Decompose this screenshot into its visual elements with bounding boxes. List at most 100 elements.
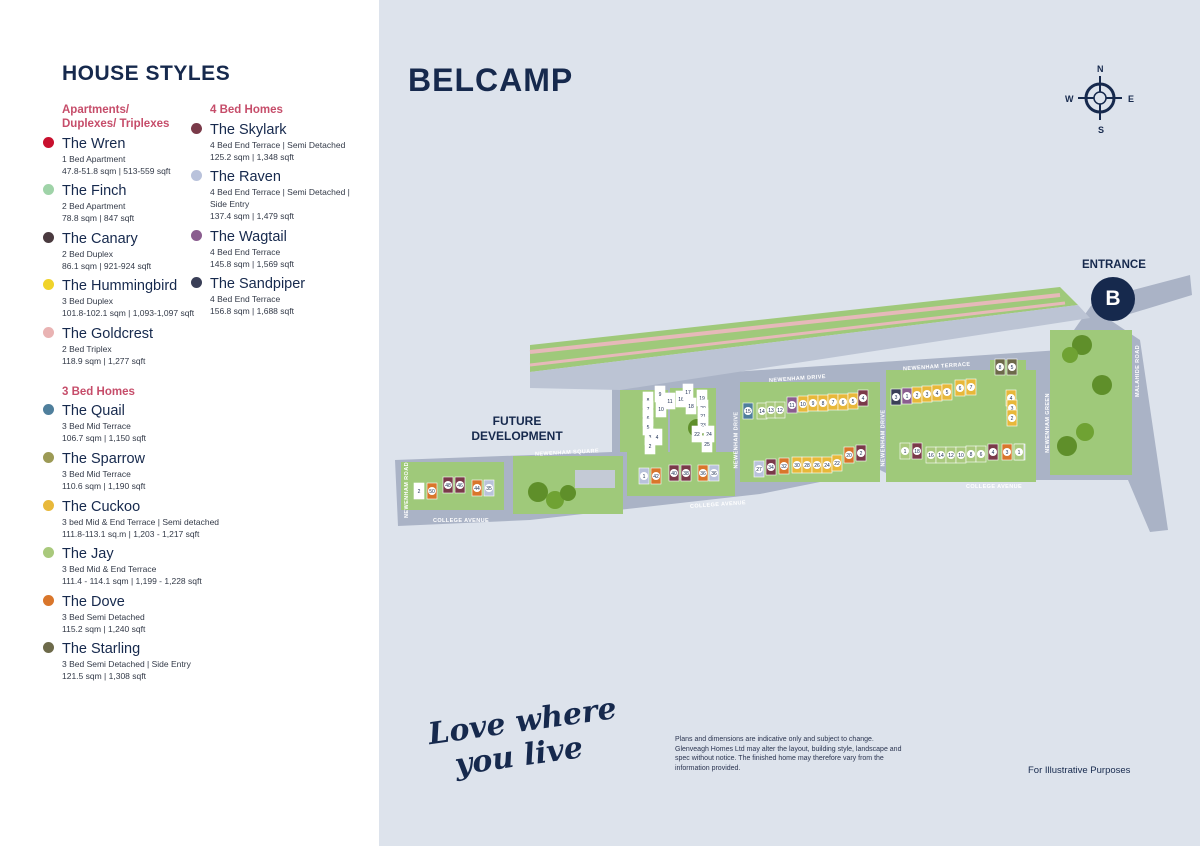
style-type: 4 Bed End Terrace (210, 247, 281, 257)
compass-east: E (1128, 94, 1135, 104)
plot-30: 30 (791, 456, 803, 474)
plot-number-22: 22 (834, 461, 840, 467)
plot-42: 42 (650, 467, 662, 485)
plot-number-35: 35 (486, 486, 492, 492)
house-styles-panel: HOUSE STYLES Apartments/ Duplexes/ Tripl… (0, 0, 379, 846)
style-name: The Dove (62, 594, 125, 610)
plot-marker-3 (892, 393, 900, 401)
plot-number-6: 6 (980, 452, 983, 458)
plot-number-34: 34 (768, 465, 774, 471)
disclaimer-text: Plans and dimensions are indicative only… (675, 736, 902, 772)
plot-number-1: 1 (643, 474, 646, 480)
plot-marker-34 (767, 463, 775, 471)
plot-number-18: 18 (688, 404, 694, 410)
road-newenham-drive-3: NEWENHAM DRIVE (880, 409, 887, 467)
plot-6: 6 (837, 393, 849, 411)
plot-number-25: 25 (704, 442, 710, 448)
road-college-avenue-3: COLLEGE AVENUE (966, 484, 1023, 490)
style-color-dot (191, 277, 202, 288)
plot-number-9: 9 (812, 401, 815, 407)
road-newenham-drive-2: NEWENHAM DRIVE (733, 411, 740, 469)
plot-32: 32 (778, 457, 790, 475)
style-size: 111.4 - 114.1 sqm | 1,199 - 1,228 sqft (62, 576, 202, 586)
plot-marker-48 (444, 481, 452, 489)
plot-number-6: 6 (959, 386, 962, 392)
plot-7: 7 (965, 378, 977, 396)
plot-marker-3 (1003, 448, 1011, 456)
style-size: 78.8 sqm | 847 sqft (62, 213, 135, 223)
plot-number-1: 1 (906, 394, 909, 400)
style-size: 156.8 sqm | 1,688 sqft (210, 306, 294, 316)
plot-number-26: 26 (814, 463, 820, 469)
style-color-dot (191, 170, 202, 181)
plot-18: 18 (911, 442, 923, 460)
plot-number-12: 12 (777, 408, 783, 414)
plot-number-4: 4 (1010, 396, 1013, 402)
plot-1: 1 (901, 387, 913, 405)
plot-50: 50 (426, 482, 438, 500)
plot-marker-5 (943, 388, 951, 396)
plot-number-27: 27 (756, 467, 762, 473)
plot-marker-6 (956, 384, 964, 392)
plot-marker-18 (687, 402, 695, 410)
plot-14: 14 (935, 446, 947, 464)
plot-marker-11 (666, 397, 674, 405)
style-type: 3 Bed Mid Terrace (62, 469, 131, 479)
plot-marker-4 (989, 448, 997, 456)
plot-38: 38 (680, 464, 692, 482)
plot-number-1: 1 (904, 449, 907, 455)
plot-number-50: 50 (429, 489, 435, 495)
category-bed4: 4 Bed Homes (210, 104, 283, 116)
plot-2: 2 (1006, 409, 1018, 427)
plot-number-5: 5 (852, 399, 855, 405)
plot-9: 9 (654, 385, 666, 403)
plot-marker-10 (657, 405, 665, 413)
plot-marker-50 (428, 487, 436, 495)
plot-number-10: 10 (800, 402, 806, 408)
plot-marker-35 (485, 484, 493, 492)
plot-10: 10 (655, 400, 667, 418)
plot-number-4: 4 (656, 435, 659, 441)
style-size: 111.8-113.1 sq.m | 1,203 - 1,217 sqft (62, 529, 200, 539)
plot-46: 46 (454, 476, 466, 494)
plot-number-24: 24 (824, 463, 830, 469)
road-malahide-road: MALAHIDE ROAD (1134, 345, 1141, 397)
house-styles-heading: HOUSE STYLES (62, 62, 231, 85)
map-title: BELCAMP (408, 62, 574, 98)
plot-12: 12 (774, 401, 786, 419)
plot-7: 7 (827, 393, 839, 411)
plot-marker-8 (967, 450, 975, 458)
plot-6: 6 (954, 379, 966, 397)
plot-number-2: 2 (649, 444, 652, 450)
entrance-label: ENTRANCE (1082, 259, 1146, 271)
plot-34: 34 (765, 458, 777, 476)
plot-14: 14 (756, 402, 768, 420)
plot-number-16: 16 (928, 453, 934, 459)
style-name: The Wren (62, 136, 126, 152)
plot-number-14: 14 (938, 453, 944, 459)
plot-marker-25 (703, 440, 711, 448)
plot-marker-1 (903, 392, 911, 400)
plot-27: 27 (753, 460, 765, 478)
style-color-dot (43, 642, 54, 653)
road-newenham-road: NEWENHAM ROAD (403, 462, 410, 518)
style-color-dot (43, 547, 54, 558)
style-size: 145.8 sqm | 1,569 sqft (210, 259, 294, 269)
plot-marker-28 (803, 461, 811, 469)
plot-40: 40 (668, 464, 680, 482)
style-type: 3 bed Mid & End Terrace | Semi detached (62, 517, 220, 527)
plot-marker-5 (1008, 363, 1016, 371)
category-apartments: Apartments/ Duplexes/ Triplexes (62, 104, 170, 130)
plot-number-8: 8 (970, 452, 973, 458)
plot-marker-2 (857, 449, 865, 457)
plot-marker-42 (652, 472, 660, 480)
plot-10: 10 (955, 446, 967, 464)
style-type: 2 Bed Duplex (62, 249, 114, 259)
plot-1: 1 (1013, 443, 1025, 461)
plot-marker-36 (710, 469, 718, 477)
